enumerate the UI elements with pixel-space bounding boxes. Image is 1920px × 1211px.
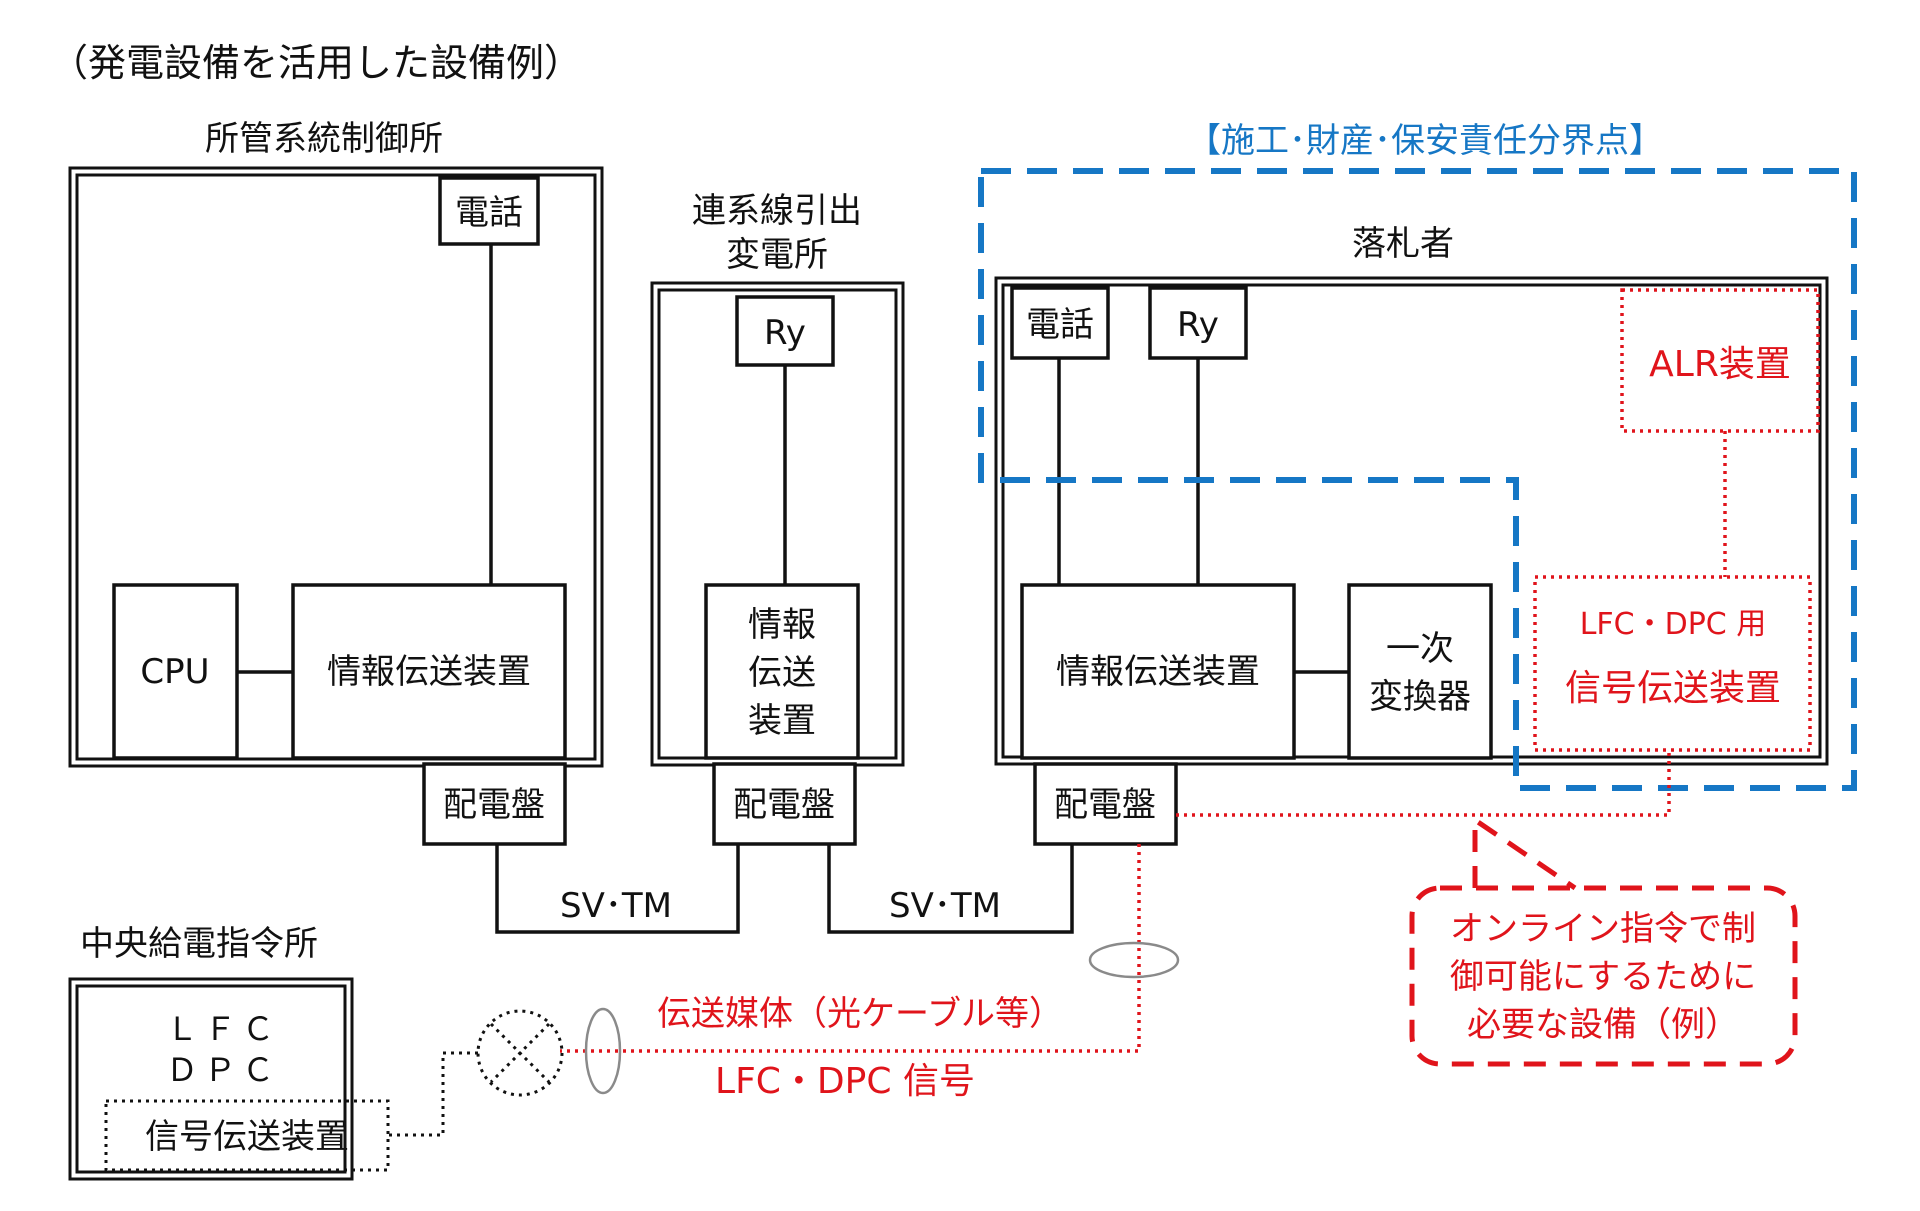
callout-line2: 御可能にするために (1450, 957, 1756, 997)
central-control-title: 所管系統制御所 (205, 119, 443, 159)
transmission-medium-label: 伝送媒体（光ケーブル等） (657, 994, 1063, 1034)
signal-transmission-caption: LFC・DPC 用 (1580, 607, 1767, 642)
substation-info-line2: 伝送 (748, 653, 816, 693)
bidder-info-transmission-label: 情報伝送装置 (1056, 652, 1260, 692)
bidder-site: 落札者 電話 Ry 情報伝送装置 一次 変換器 ALR装置 LFC・DPC 用 … (994, 224, 1829, 846)
dispatch-signal-transmission-label: 信号伝送装置 (145, 1117, 349, 1157)
bidder-frame-outer (994, 276, 1829, 766)
necessary-equipment-callout: オンライン指令で制 御可能にするために 必要な設備（例） (1409, 815, 1798, 1067)
primary-converter-box (1347, 583, 1493, 760)
dispatch-lfc-label: ＬＦＣ (166, 1010, 280, 1048)
substation-relay-label: Ry (764, 313, 806, 353)
signal-path-to-device (1176, 750, 1671, 817)
junction-circle (476, 1009, 564, 1097)
cable-coil-upper-icon (1088, 941, 1180, 979)
alr-device-label: ALR装置 (1649, 344, 1791, 385)
dispatch-frame-inner (75, 984, 347, 1174)
interconnection-substation: 連系線引出 変電所 Ry 情報 伝送 装置 配電盤 (650, 191, 905, 846)
substation-info-transmission-box (704, 583, 860, 760)
central-control-frame-outer (68, 166, 604, 768)
cpu-box (112, 583, 239, 760)
central-info-transmission-box (291, 583, 567, 760)
substation-switchboard-box (712, 762, 857, 846)
central-info-transmission-label: 情報伝送装置 (327, 652, 531, 692)
responsibility-boundary-label: 【施工･財産･保安責任分界点】 (1187, 121, 1663, 161)
sv-tm-right-label: SV･TM (889, 886, 1001, 926)
signal-path-to-medium (560, 844, 1141, 1053)
substation-info-line1: 情報 (748, 605, 816, 645)
dispatch-frame-outer (68, 977, 354, 1181)
substation-title-line1: 連系線引出 (692, 191, 862, 231)
signal-transmission-label: 信号伝送装置 (1565, 668, 1781, 709)
bidder-switchboard-box (1033, 762, 1178, 846)
sv-tm-left-label: SV･TM (560, 886, 672, 926)
responsibility-boundary: 【施工･財産･保安責任分界点】 (978, 121, 1857, 791)
cpu-label: CPU (140, 652, 209, 692)
central-telephone-box (438, 176, 540, 246)
bidder-info-transmission-box (1020, 583, 1296, 760)
signal-transmission-box (1533, 575, 1812, 752)
lfc-dpc-signal-label: LFC・DPC 信号 (715, 1061, 975, 1102)
bidder-title: 落札者 (1352, 224, 1454, 264)
cable-coil-lower-icon (584, 1007, 622, 1095)
bidder-relay-label: Ry (1177, 305, 1219, 345)
callout-pointer (1472, 815, 1577, 891)
substation-title-line2: 変電所 (726, 235, 828, 275)
dispatch-center-title: 中央給電指令所 (80, 924, 318, 964)
primary-converter-line2: 変換器 (1369, 677, 1471, 717)
sv-tm-right-line (827, 844, 1074, 934)
sv-tm-left-line (495, 844, 740, 934)
junction-icon (388, 1009, 564, 1137)
central-telephone-label: 電話 (455, 193, 523, 233)
bidder-switchboard-label: 配電盤 (1054, 785, 1156, 825)
junction-to-dispatch-line (388, 1051, 478, 1137)
substation-switchboard-label: 配電盤 (733, 785, 835, 825)
bidder-relay-box (1148, 286, 1248, 360)
junction-cross-b (489, 1022, 551, 1084)
lfc-dpc-signal-path: 伝送媒体（光ケーブル等） LFC・DPC 信号 (560, 750, 1671, 1102)
callout-line3: 必要な設備（例） (1467, 1005, 1739, 1045)
central-switchboard-box (422, 762, 567, 846)
central-control-station: 所管系統制御所 電話 CPU 情報伝送装置 配電盤 (68, 119, 604, 846)
callout-bubble (1409, 885, 1798, 1067)
alr-device-box (1620, 288, 1820, 433)
bidder-telephone-box (1010, 286, 1110, 360)
diagram-caption: （発電設備を活用した設備例） (50, 41, 582, 85)
dispatch-dpc-label: ＤＰＣ (166, 1051, 280, 1089)
central-switchboard-label: 配電盤 (443, 785, 545, 825)
substation-info-line3: 装置 (748, 701, 816, 741)
bidder-telephone-label: 電話 (1026, 305, 1094, 345)
callout-line1: オンライン指令で制 (1450, 909, 1756, 949)
sv-tm-links: SV･TM SV･TM (495, 844, 1074, 934)
primary-converter-line1: 一次 (1386, 629, 1454, 669)
central-dispatch-center: 中央給電指令所 ＬＦＣ ＤＰＣ 信号伝送装置 (68, 924, 390, 1181)
responsibility-boundary-line (978, 168, 1857, 791)
